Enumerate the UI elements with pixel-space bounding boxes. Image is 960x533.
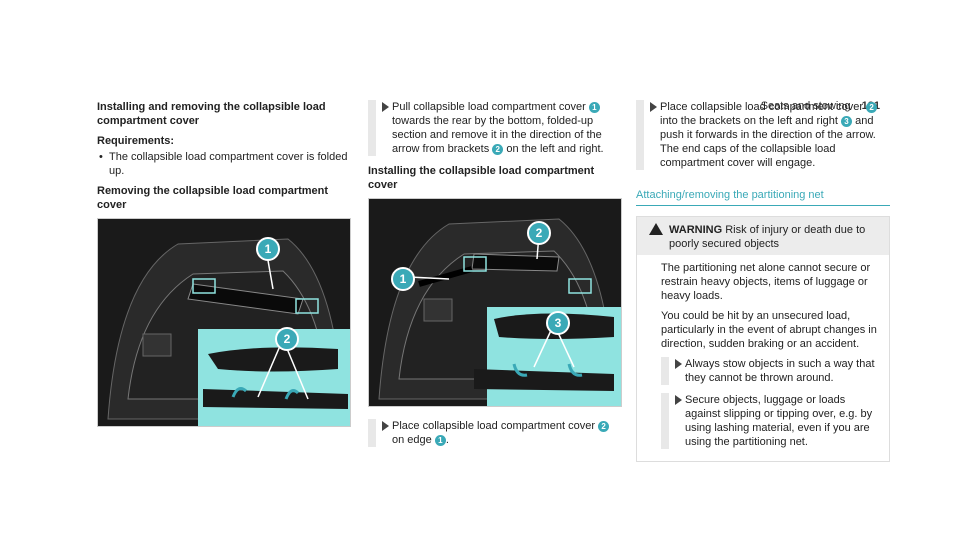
step-text: Pull collapsible load compartment cover [392, 101, 586, 113]
warning-header: WARNING Risk of injury or death due to p… [637, 217, 889, 255]
warning-paragraph: You could be hit by an unsecured load, p… [661, 310, 877, 350]
heading-installing: Installing the collapsible load compartm… [368, 165, 595, 191]
callout-1: 1 [391, 267, 415, 291]
ref-1: 1 [434, 434, 446, 446]
ref-2: 2 [866, 101, 878, 113]
warning-triangle-icon [649, 223, 663, 235]
requirements-label: Requirements: [97, 135, 175, 147]
step-arrow-icon [675, 359, 682, 369]
ref-2: 2 [492, 143, 504, 155]
callout-2: 2 [527, 221, 551, 245]
step-text: towards the rear by the bottom, folded-u… [392, 115, 602, 155]
step-text: Always stow objects in such a way that t… [685, 358, 875, 384]
section-partitioning-net: Attaching/removing the partitioning net [636, 188, 890, 206]
figure-2-illustration [369, 199, 621, 406]
warning-step: Always stow objects in such a way that t… [661, 357, 879, 385]
figure-1-illustration [98, 219, 350, 426]
column-1: Installing and removing the collapsible … [97, 100, 351, 427]
figure-installing-cover: 1 2 3 [368, 198, 622, 407]
step-text: and push it forwards in the direction of… [660, 115, 876, 169]
column-2: Pull collapsible load compartment cover … [368, 100, 622, 455]
step-text: into the brackets on the left and right [660, 115, 838, 127]
step-text: on edge [392, 434, 432, 446]
step-pull-cover: Pull collapsible load compartment cover … [368, 100, 622, 156]
step-arrow-icon [382, 421, 389, 431]
figure-removing-cover: 1 2 [97, 218, 351, 427]
step-arrow-icon [382, 102, 389, 112]
step-text: Place collapsible load compartment cover [660, 101, 863, 113]
warning-step: Secure objects, luggage or loads against… [661, 393, 879, 449]
warning-paragraph: The partitioning net alone cannot secure… [661, 262, 871, 302]
step-text: . [445, 434, 449, 446]
step-arrow-icon [650, 102, 657, 112]
ref-3: 3 [841, 115, 853, 127]
step-arrow-icon [675, 395, 682, 405]
ref-2: 2 [598, 420, 610, 432]
section-title: Seats and stowing [760, 100, 851, 112]
callout-1: 1 [256, 237, 280, 261]
callout-2: 2 [275, 327, 299, 351]
warning-title: Risk of injury or death due to poorly se… [669, 224, 866, 250]
column-3: Place collapsible load compartment cover… [636, 100, 890, 462]
heading-install-remove: Installing and removing the collapsible … [97, 101, 326, 127]
step-text: on the left and right. [506, 143, 604, 155]
heading-removing: Removing the collapsible load compartmen… [97, 185, 329, 211]
ref-1: 1 [588, 101, 600, 113]
warning-label: WARNING [669, 224, 723, 236]
warning-body: The partitioning net alone cannot secure… [637, 255, 889, 461]
step-place-into-brackets: Place collapsible load compartment cover… [636, 100, 890, 170]
requirement-item: The collapsible load compartment cover i… [97, 150, 351, 178]
callout-3: 3 [546, 311, 570, 335]
warning-box: WARNING Risk of injury or death due to p… [636, 216, 890, 462]
step-place-on-edge: Place collapsible load compartment cover… [368, 419, 622, 447]
step-text: Secure objects, luggage or loads against… [685, 394, 873, 448]
step-text: Place collapsible load compartment cover [392, 420, 595, 432]
